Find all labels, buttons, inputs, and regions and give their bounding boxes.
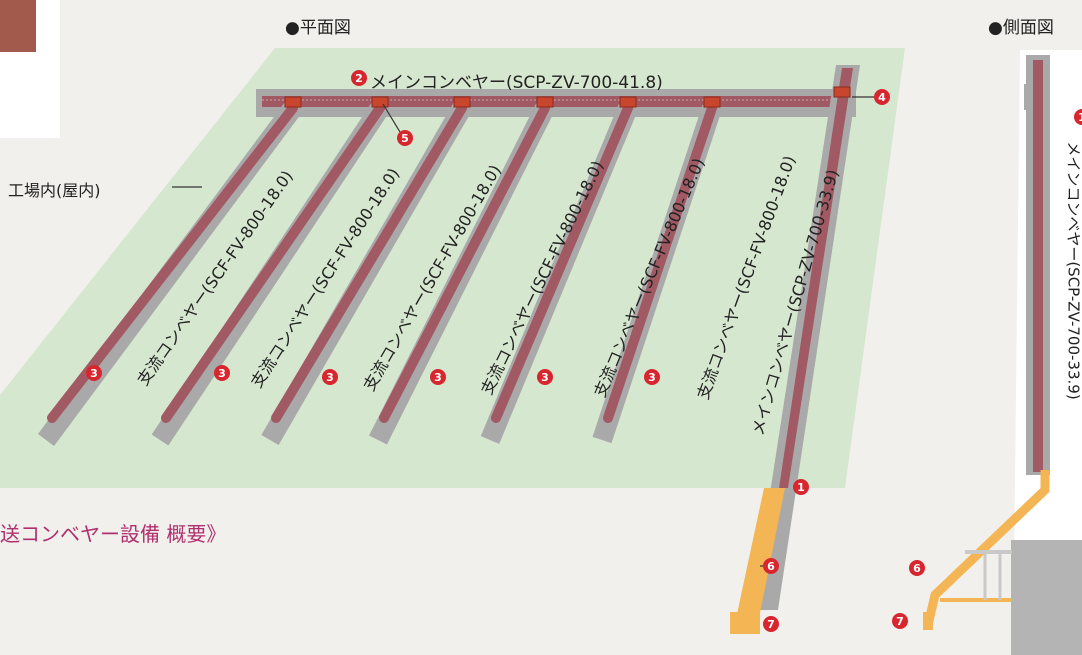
marker-2-0: 2 xyxy=(351,70,367,86)
marker-number: 2 xyxy=(355,72,363,85)
branch-conveyor-3-belt xyxy=(271,103,467,423)
branch-conveyor-2-belt xyxy=(161,103,385,423)
marker-7-11: 7 xyxy=(763,616,779,632)
drive-unit-4 xyxy=(536,96,554,108)
marker-number: 3 xyxy=(326,371,334,384)
marker-layer: 2 4 5 3 3 3 3 3 3 1 6 7 6 7 1 xyxy=(86,70,1082,632)
marker-number: 7 xyxy=(767,618,775,631)
marker-number: 7 xyxy=(896,615,904,628)
marker-4-1: 4 xyxy=(874,89,890,105)
side-view xyxy=(923,50,1082,655)
marker-number: 6 xyxy=(767,560,775,573)
photo-inset xyxy=(0,0,36,52)
drive-units xyxy=(284,86,851,108)
main-conveyor-right xyxy=(730,65,860,634)
drive-unit-5 xyxy=(619,96,637,108)
branch-conveyor-4-belt xyxy=(379,103,550,423)
marker-6-10: 6 xyxy=(763,558,779,574)
marker-3-8: 3 xyxy=(644,369,660,385)
branch-conveyor-5-belt xyxy=(491,103,633,423)
marker-3-7: 3 xyxy=(537,369,553,385)
marker-number: 4 xyxy=(878,91,886,104)
marker-3-4: 3 xyxy=(214,365,230,381)
marker-6-12: 6 xyxy=(909,560,925,576)
drive-unit-6 xyxy=(703,96,721,108)
marker-number: 6 xyxy=(913,562,921,575)
marker-number: 3 xyxy=(90,367,98,380)
side-view-title: ●側面図 xyxy=(988,18,1054,38)
marker-3-5: 3 xyxy=(322,369,338,385)
drive-unit-2 xyxy=(371,96,389,108)
marker-5-2: 5 xyxy=(397,130,413,146)
marker-number: 5 xyxy=(401,132,409,145)
marker-5-leader xyxy=(382,103,401,133)
marker-1-14: 1 xyxy=(1074,109,1082,125)
marker-7-13: 7 xyxy=(892,613,908,629)
marker-number: 1 xyxy=(797,481,805,494)
drive-unit-3 xyxy=(453,96,471,108)
marker-1-9: 1 xyxy=(793,479,809,495)
section-caption: 送コンベヤー設備 概要》 xyxy=(0,522,227,546)
marker-3-3: 3 xyxy=(86,365,102,381)
marker-number: 3 xyxy=(434,371,442,384)
main-conveyor-top xyxy=(256,89,856,117)
plan-view-title: ●平面図 xyxy=(285,18,351,38)
marker-number: 3 xyxy=(648,371,656,384)
side-main-conveyor-label: メインコンベヤー(SCP-ZV-700-33.9) xyxy=(1064,141,1082,400)
marker-3-6: 3 xyxy=(430,369,446,385)
marker-number: 3 xyxy=(541,371,549,384)
main-conveyor-top-label: メインコンベヤー(SCP-ZV-700-41.8) xyxy=(370,73,663,93)
branch-conveyors xyxy=(37,102,722,446)
marker-number: 1 xyxy=(1078,111,1082,124)
drive-unit-1 xyxy=(284,96,302,108)
branch-conveyor-6-belt xyxy=(603,103,717,423)
factory-label: 工場内(屋内) xyxy=(8,181,101,200)
drive-unit-7 xyxy=(833,86,851,98)
marker-number: 3 xyxy=(218,367,226,380)
